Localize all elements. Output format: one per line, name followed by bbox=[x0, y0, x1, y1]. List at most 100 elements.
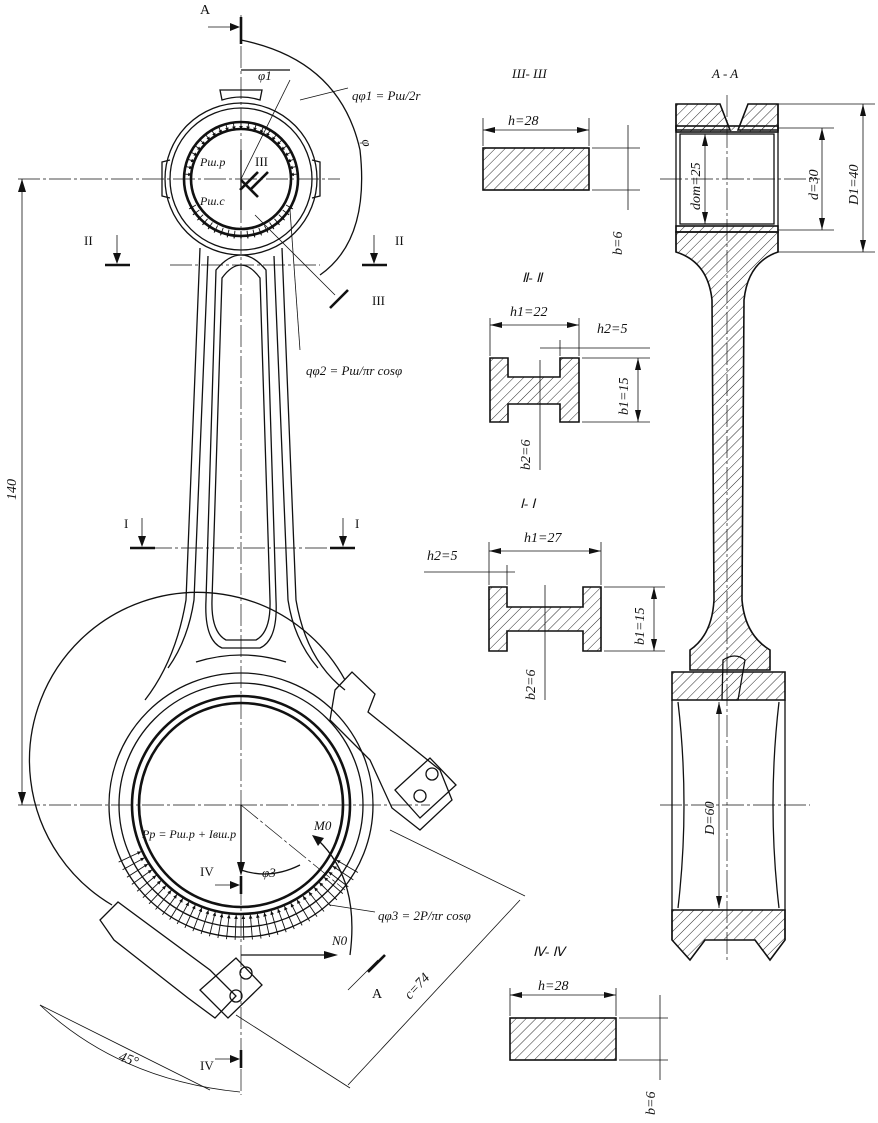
pressure-arrowhead bbox=[253, 127, 257, 132]
n0-label: N0 bbox=[331, 933, 348, 948]
pressure-arrowhead bbox=[280, 146, 285, 151]
pressure-arrow bbox=[336, 859, 359, 873]
pressure-arrowhead bbox=[332, 865, 337, 870]
pressure-arrow bbox=[162, 894, 178, 916]
section-2-right-label: II bbox=[395, 233, 404, 248]
q1-formula: qφ1 = Pш/2r bbox=[352, 88, 421, 103]
pressure-arrowhead bbox=[234, 914, 238, 919]
pressure-arrow bbox=[126, 863, 149, 878]
pressure-arrowhead bbox=[143, 863, 149, 868]
pressure-arrowhead bbox=[147, 869, 153, 874]
phi-label: φ bbox=[359, 138, 375, 148]
section-4-bottom-label: IV bbox=[200, 1058, 214, 1073]
pressure-arrow bbox=[192, 907, 203, 932]
dimension-lines bbox=[18, 39, 526, 1093]
pressure-arrowhead bbox=[284, 210, 290, 215]
pressure-arrow bbox=[308, 891, 325, 912]
pressure-arrowhead bbox=[239, 126, 243, 130]
q3-formula: qφ3 = 2P/πr cosφ bbox=[378, 908, 471, 923]
pressure-arrow bbox=[122, 857, 145, 871]
pressure-arrow bbox=[155, 889, 172, 910]
psh-c-label: Pш.с bbox=[199, 194, 225, 208]
section-3-b-label: b=6 bbox=[611, 232, 626, 255]
pressure-arrow bbox=[290, 902, 303, 926]
pp-formula: Pр = Pш.р + Iвш.р bbox=[141, 827, 236, 841]
section-aa-dot-label: dот=25 bbox=[689, 162, 704, 210]
pressure-arrow bbox=[328, 871, 349, 888]
section-1-h1-label: h1=27 bbox=[524, 531, 562, 546]
section-3-3: Ш- Ш h=28 b=6 bbox=[482, 66, 640, 255]
pressure-arrowhead bbox=[214, 228, 218, 233]
pressure-arrow bbox=[296, 899, 311, 922]
pressure-arrowhead bbox=[192, 210, 198, 215]
pressure-arrowhead bbox=[284, 152, 289, 156]
pressure-arrowhead bbox=[280, 216, 285, 221]
pressure-arrow bbox=[200, 909, 209, 935]
pressure-arrowhead bbox=[239, 235, 243, 239]
section-2-2: Ⅱ- Ⅱ h1=22 h2=5 b1=15 b2=6 bbox=[489, 270, 650, 470]
section-3-center-label: III bbox=[255, 154, 268, 169]
pressure-arrows-top bbox=[184, 122, 298, 177]
section-1-b1-label: b1=15 bbox=[633, 608, 648, 645]
section-markers bbox=[105, 17, 387, 1068]
pressure-arrowhead bbox=[225, 127, 229, 132]
pressure-arrowhead bbox=[202, 220, 207, 225]
pressure-arrowhead bbox=[201, 141, 206, 146]
pressure-arrowhead bbox=[328, 871, 333, 876]
pressure-arrowhead bbox=[162, 885, 167, 890]
pressure-arrow bbox=[283, 905, 295, 930]
pressure-arrow bbox=[118, 851, 142, 863]
pressure-arrowhead bbox=[271, 136, 276, 141]
section-4-top-label: IV bbox=[200, 864, 214, 879]
q2-formula: qφ2 = Pш/πr cosφ bbox=[306, 363, 402, 378]
pressure-arrowhead bbox=[264, 228, 268, 233]
m0-label: M0 bbox=[313, 818, 332, 833]
pressure-arrowhead bbox=[193, 152, 198, 156]
pressure-arrowhead bbox=[323, 877, 329, 882]
pressure-arrowhead bbox=[219, 913, 224, 918]
pressure-arrowhead bbox=[260, 129, 264, 134]
big-end bbox=[28, 591, 457, 1019]
section-2-left-label: II bbox=[84, 233, 93, 248]
pressure-arrowhead bbox=[246, 126, 250, 131]
section-2-b1-label: b1=15 bbox=[617, 378, 632, 415]
pressure-arrowhead bbox=[197, 146, 202, 151]
section-1-h2-label: h2=5 bbox=[427, 549, 457, 564]
pressure-arrowhead bbox=[245, 234, 250, 239]
pressure-arrowhead bbox=[256, 913, 260, 919]
pressure-arrowhead bbox=[189, 205, 194, 209]
pressure-arrowhead bbox=[190, 158, 196, 163]
pressure-arrow bbox=[263, 912, 270, 938]
pressure-arrow bbox=[217, 913, 223, 939]
rod-shank bbox=[144, 247, 346, 701]
pressure-arrowhead bbox=[167, 890, 172, 895]
section-aa-D-label: D=60 bbox=[703, 801, 718, 836]
section-4-b-label: b=6 bbox=[644, 1092, 659, 1115]
pressure-arrowhead bbox=[286, 158, 292, 163]
pressure-arrowhead bbox=[173, 894, 177, 899]
pressure-arrowhead bbox=[205, 910, 209, 915]
pressure-arrowhead bbox=[248, 914, 253, 919]
angle-45-label: 45° bbox=[117, 1050, 141, 1071]
pressure-arrowhead bbox=[226, 914, 231, 919]
pressure-arrow bbox=[270, 910, 279, 935]
pressure-arrowhead bbox=[212, 132, 216, 137]
pressure-arrowhead bbox=[198, 907, 203, 913]
section-3-bottom-label: III bbox=[372, 293, 385, 308]
pressure-arrow bbox=[208, 911, 216, 937]
pressure-arrowhead bbox=[179, 898, 183, 903]
section-4-4-title: Ⅳ- Ⅳ bbox=[533, 944, 568, 959]
pressure-arrowhead bbox=[232, 234, 237, 239]
pressure-arrowhead bbox=[188, 172, 193, 177]
section-4-4: Ⅳ- Ⅳ h=28 b=6 bbox=[509, 944, 668, 1115]
section-aa-D1-label: D1=40 bbox=[847, 164, 862, 206]
pressure-arrowhead bbox=[208, 224, 212, 230]
pressure-arrowhead bbox=[319, 882, 324, 887]
pressure-arrowhead bbox=[263, 912, 267, 917]
section-a-a-title: A - A bbox=[711, 66, 738, 81]
pressure-arrow bbox=[176, 901, 190, 925]
pressure-arrow bbox=[277, 908, 287, 933]
pressure-arrowhead bbox=[270, 910, 274, 916]
pressure-arrow bbox=[313, 886, 331, 907]
pressure-arrowhead bbox=[290, 903, 295, 908]
